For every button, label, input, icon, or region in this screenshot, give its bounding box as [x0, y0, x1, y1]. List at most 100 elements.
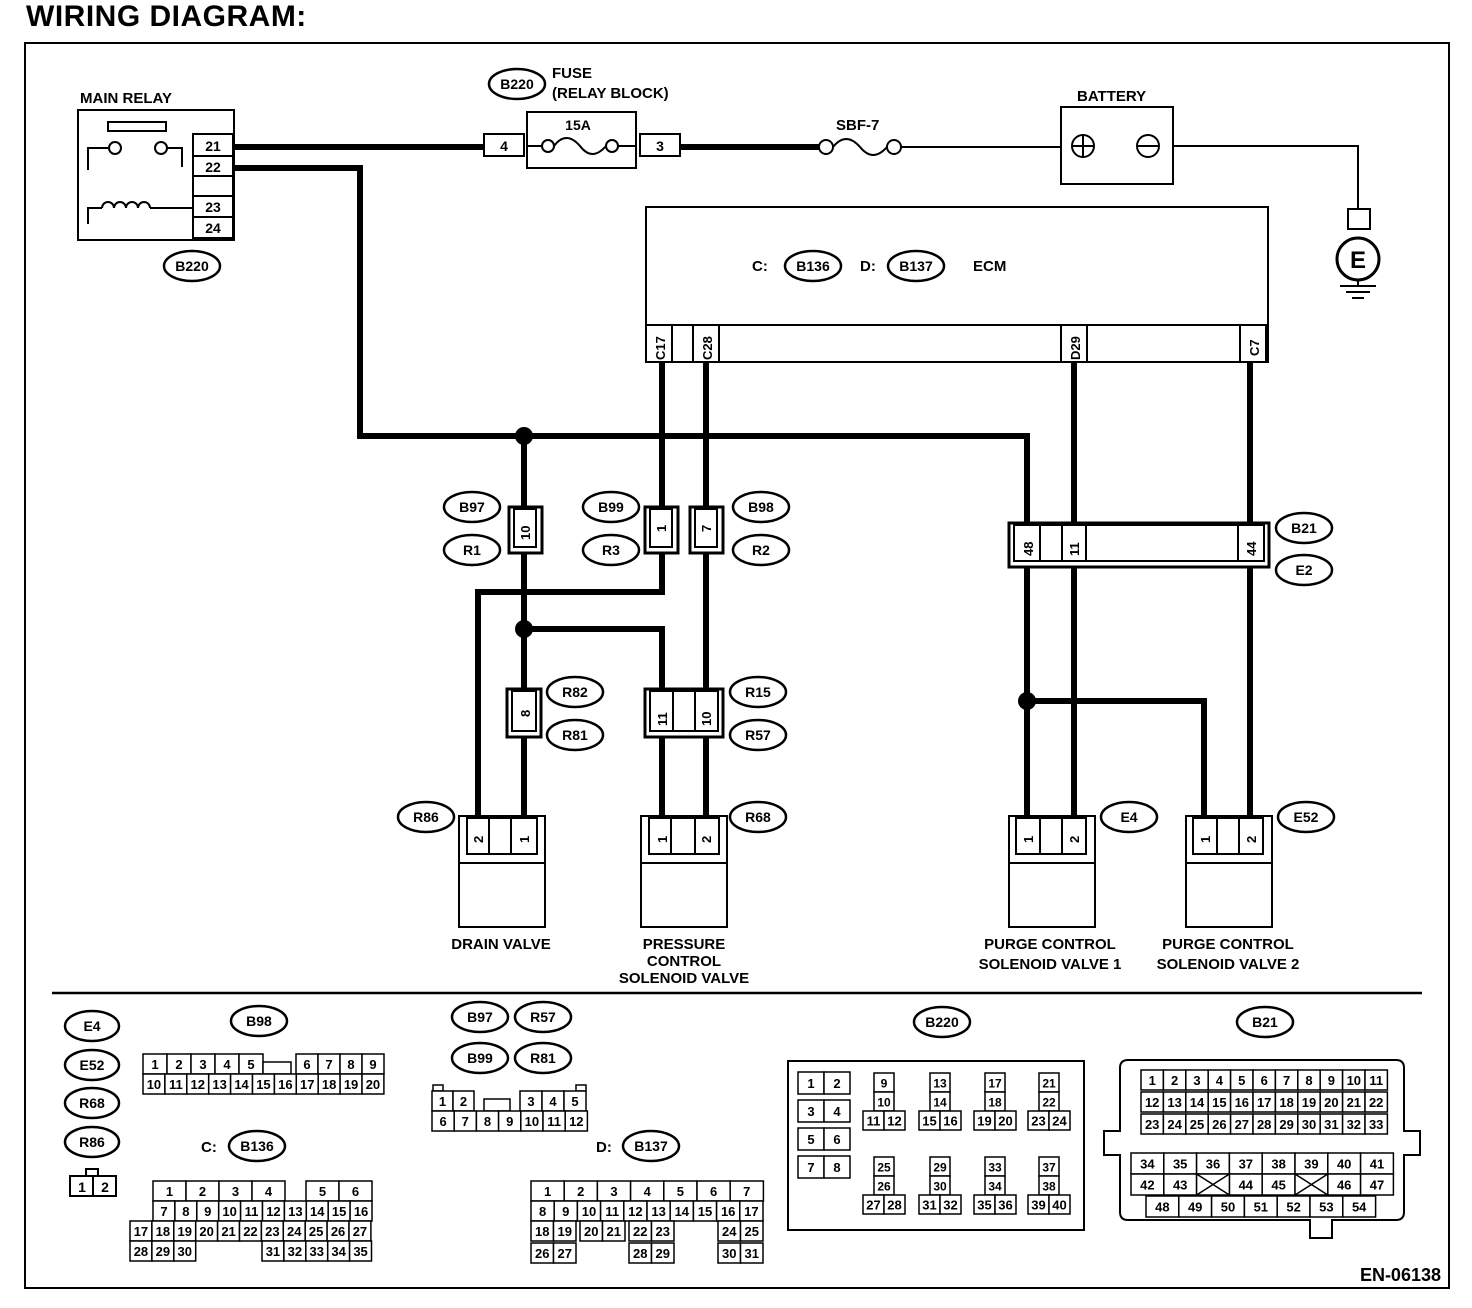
b98-pin: 7 — [325, 1057, 332, 1072]
svg-text:B21: B21 — [1291, 520, 1317, 536]
purge1-label-1: PURGE CONTROL — [984, 936, 1116, 953]
legend-mid-badges: B97 R57 B99 R81 — [450, 1000, 573, 1075]
b136-pin: 33 — [310, 1244, 324, 1259]
svg-text:10: 10 — [699, 712, 714, 726]
b220-pin: 11 — [867, 1114, 881, 1129]
mid-pin: 9 — [506, 1114, 513, 1129]
svg-text:7: 7 — [699, 525, 714, 532]
b136-pin: 23 — [265, 1224, 279, 1239]
b136-pin: 8 — [182, 1204, 189, 1219]
b98-pin: 11 — [169, 1077, 183, 1092]
sbf-fuse — [818, 138, 902, 156]
svg-text:2: 2 — [101, 1179, 109, 1195]
b220-pin: 29 — [933, 1161, 947, 1175]
relay-connector-badge: B220 — [162, 249, 222, 283]
b21-pin: 21 — [1347, 1095, 1361, 1110]
b136-pin: 20 — [199, 1224, 213, 1239]
b21-pin: 51 — [1254, 1200, 1268, 1215]
svg-text:B136: B136 — [796, 258, 830, 274]
b98-pin: 12 — [191, 1077, 205, 1092]
b21-pin: 32 — [1347, 1117, 1361, 1132]
ecm-connector-b136: B136 — [783, 249, 843, 283]
b220-pin: 34 — [988, 1180, 1002, 1194]
svg-text:1: 1 — [1198, 836, 1213, 843]
connector-b97-r1: 10 — [507, 505, 544, 555]
legend-b220-title: B220 — [912, 1005, 972, 1039]
drain-valve: 2 1 — [458, 815, 546, 928]
b220-pin: 32 — [943, 1198, 957, 1213]
b21-pin: 16 — [1235, 1095, 1249, 1110]
b21-pin: 43 — [1173, 1178, 1187, 1193]
relay-pin-23: 23 — [205, 199, 221, 215]
b98-pin: 3 — [199, 1057, 206, 1072]
b21-pin: 46 — [1337, 1178, 1351, 1193]
b137-pin: 30 — [722, 1246, 736, 1261]
b136-pin: 34 — [331, 1244, 346, 1259]
b137-pin: 28 — [633, 1246, 647, 1261]
b220-pin: 16 — [943, 1114, 957, 1129]
b98-pin: 5 — [247, 1057, 254, 1072]
svg-text:R81: R81 — [530, 1050, 556, 1066]
badge-e52: E52 — [1276, 800, 1336, 834]
svg-text:2: 2 — [1244, 836, 1259, 843]
b98-pin: 14 — [234, 1077, 249, 1092]
wires — [234, 144, 1253, 818]
b220-pin: 12 — [887, 1114, 901, 1129]
svg-text:B98: B98 — [246, 1013, 272, 1029]
b98-pin: 10 — [147, 1077, 161, 1092]
b136-pin: 14 — [310, 1204, 325, 1219]
b21-pin: 10 — [1347, 1073, 1361, 1088]
badge-r2: R2 — [731, 533, 791, 567]
b21-pin: 34 — [1140, 1157, 1155, 1172]
svg-text:2: 2 — [471, 836, 486, 843]
badge-b97: B97 — [442, 490, 502, 524]
b220-pin: 26 — [877, 1180, 891, 1194]
b136-pin: 2 — [199, 1184, 206, 1199]
b21-pin: 45 — [1271, 1178, 1285, 1193]
b21-pin: 17 — [1257, 1095, 1271, 1110]
svg-text:R68: R68 — [79, 1095, 105, 1111]
b220-pin: 28 — [887, 1198, 901, 1213]
badge-r15: R15 — [728, 675, 788, 709]
b220-pin: 35 — [977, 1198, 991, 1213]
b21-pin: 25 — [1190, 1117, 1204, 1132]
svg-text:C17: C17 — [653, 336, 668, 360]
battery-label: BATTERY — [1077, 88, 1146, 105]
svg-text:4: 4 — [500, 138, 508, 154]
b136-pin: 21 — [221, 1224, 235, 1239]
svg-text:B220: B220 — [175, 258, 209, 274]
relay-pin-22: 22 — [205, 159, 221, 175]
b136-pin: 19 — [178, 1224, 192, 1239]
main-relay-label: MAIN RELAY — [80, 90, 172, 107]
mid-pin: 10 — [525, 1114, 539, 1129]
svg-text:B97: B97 — [467, 1009, 493, 1025]
b220-pin: 3 — [807, 1104, 814, 1119]
svg-text:B136: B136 — [240, 1138, 274, 1154]
relay-pin-24: 24 — [205, 220, 221, 236]
svg-text:B137: B137 — [899, 258, 933, 274]
svg-text:R81: R81 — [562, 727, 588, 743]
b98-pin: 15 — [256, 1077, 270, 1092]
b136-pin: 24 — [287, 1224, 302, 1239]
svg-text:R86: R86 — [413, 809, 439, 825]
b136-pin: 11 — [245, 1204, 259, 1219]
b136-pin: 22 — [243, 1224, 257, 1239]
b21-pin: 24 — [1167, 1117, 1182, 1132]
svg-text:2: 2 — [699, 836, 714, 843]
b137-pin: 11 — [605, 1204, 619, 1219]
b98-pin: 9 — [369, 1057, 376, 1072]
b21-pin: 19 — [1302, 1095, 1316, 1110]
b220-pin: 33 — [988, 1161, 1002, 1175]
b21-pin: 44 — [1239, 1178, 1254, 1193]
mid-pin: 3 — [527, 1094, 534, 1109]
b136-pin: 15 — [332, 1204, 346, 1219]
connector-r15-r57: 11 10 — [643, 687, 725, 739]
svg-text:C28: C28 — [700, 336, 715, 360]
b220-pin: 27 — [866, 1198, 880, 1213]
b137-pin: 9 — [562, 1204, 569, 1219]
svg-text:48: 48 — [1021, 542, 1036, 556]
b137-pin: 3 — [610, 1184, 617, 1199]
